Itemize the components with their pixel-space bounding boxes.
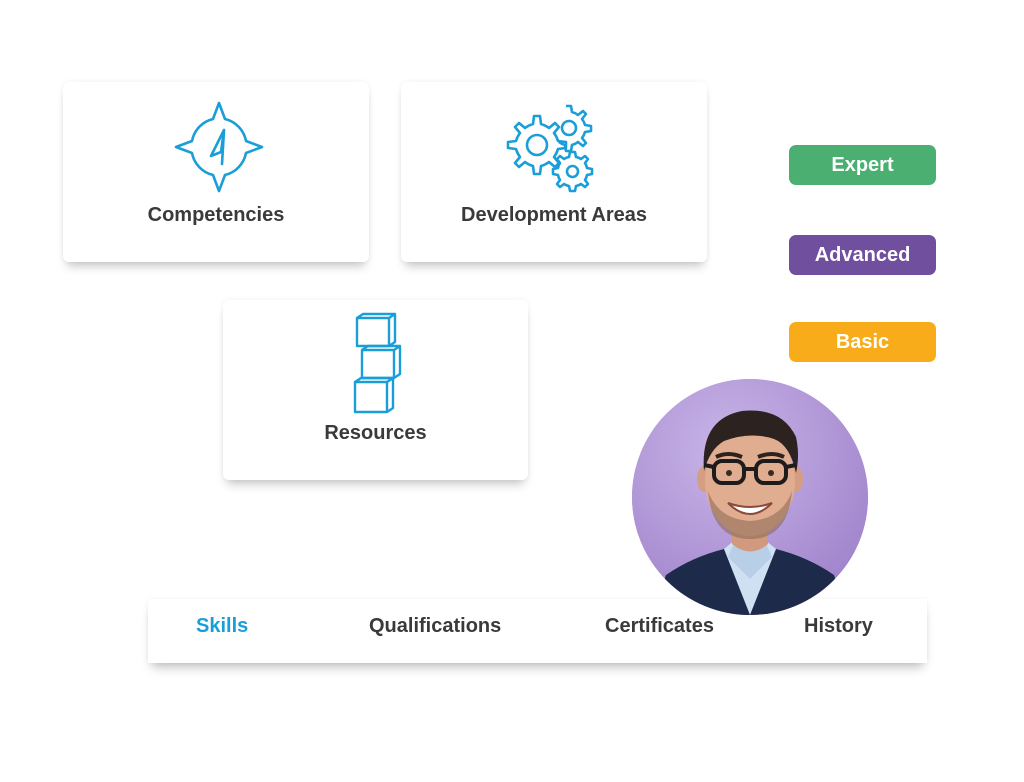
tab-bar: Skills Qualifications Certificates Histo… (148, 599, 927, 663)
avatar (632, 379, 868, 615)
development-areas-label: Development Areas (461, 204, 647, 226)
user-portrait-icon (632, 379, 868, 615)
tab-certificates[interactable]: Certificates (605, 615, 714, 637)
resources-card[interactable]: Resources (223, 300, 528, 480)
tab-qualifications[interactable]: Qualifications (369, 615, 502, 637)
competencies-label: Competencies (147, 204, 285, 226)
compass-icon (174, 101, 264, 193)
tab-history[interactable]: History (804, 615, 873, 637)
gears-icon (506, 104, 594, 193)
basic-badge[interactable]: Basic (789, 322, 936, 362)
expert-badge[interactable]: Expert (789, 145, 936, 185)
stacked-cubes-icon (353, 312, 402, 414)
development-areas-card[interactable]: Development Areas (401, 82, 707, 262)
tab-skills[interactable]: Skills (196, 615, 249, 637)
advanced-badge[interactable]: Advanced (789, 235, 936, 275)
resources-label: Resources (324, 422, 427, 444)
competencies-card[interactable]: Competencies (63, 82, 369, 262)
